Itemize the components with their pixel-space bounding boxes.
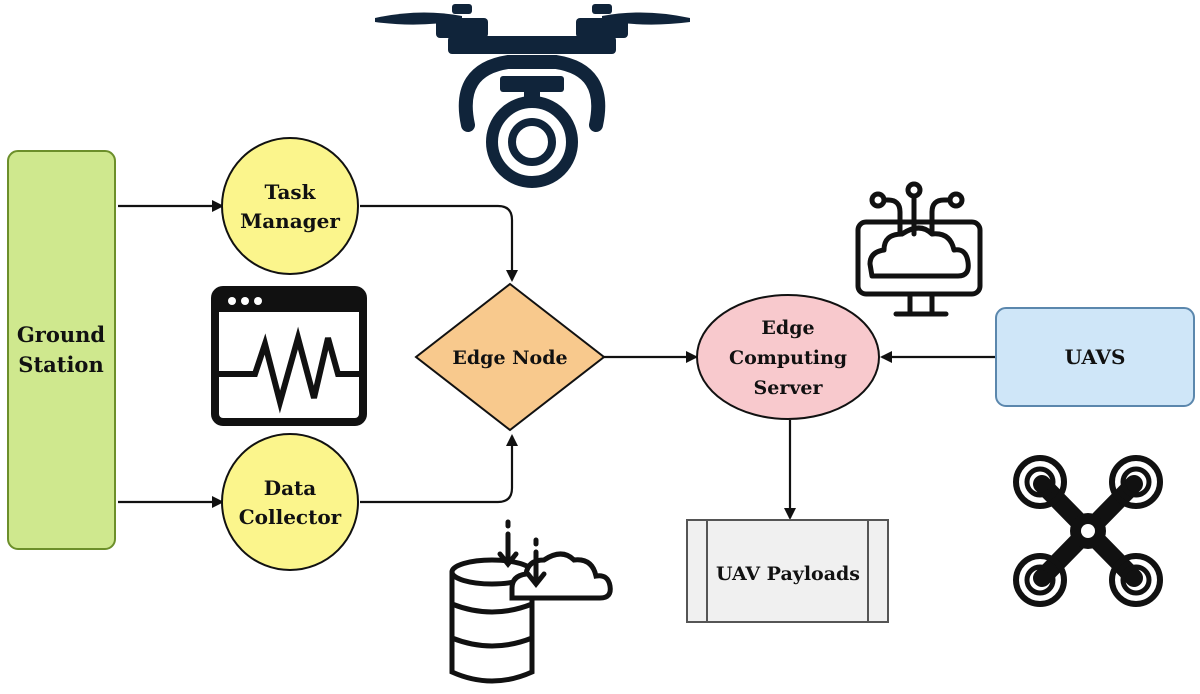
ground-station-box [7,150,116,550]
cloud-computing-monitor-icon [855,181,983,317]
ground-station-node[interactable]: Ground Station [7,150,116,550]
data-collector-label-line1: Data [264,476,317,500]
drone-camera-icon [375,4,690,188]
data-collector-label-line2: Collector [239,505,342,529]
data-collector-node[interactable]: Data Collector [221,433,359,571]
task-manager-label-line1: Task [264,180,316,204]
edge-server-label-line1: Edge [761,317,814,339]
uavs-box [995,307,1195,407]
database-cloud-download-icon [449,519,613,684]
connectors [118,200,996,520]
uav-payloads-label: UAV Payloads [716,563,860,585]
task-manager-label-line2: Manager [240,209,340,233]
edge-server-label-line3: Server [754,377,824,399]
ground-station-label-line1: Ground [17,322,106,347]
arrow-collector-to-edge-node [360,434,518,504]
task-manager-node[interactable]: Task Manager [221,137,359,275]
arrow-task-to-edge-node [360,204,518,282]
quadcopter-icon [1013,455,1163,607]
edge-node[interactable]: Edge Node [414,282,606,432]
uavs-node[interactable]: UAVS [995,307,1195,407]
edge-node-label: Edge Node [452,347,567,369]
waveform-window-icon [211,286,367,426]
edge-server-ellipse [696,294,880,420]
task-manager-circle [221,137,359,275]
edge-server-label-line2: Computing [729,347,847,369]
uavs-label: UAVS [1065,345,1126,369]
ground-station-label-line2: Station [18,352,103,377]
edge-node-diamond [414,282,606,432]
uav-payloads-node[interactable]: UAV Payloads [686,519,889,623]
edge-computing-server-node[interactable]: Edge Computing Server [696,294,880,420]
uav-payloads-box [686,519,889,623]
data-collector-circle [221,433,359,571]
